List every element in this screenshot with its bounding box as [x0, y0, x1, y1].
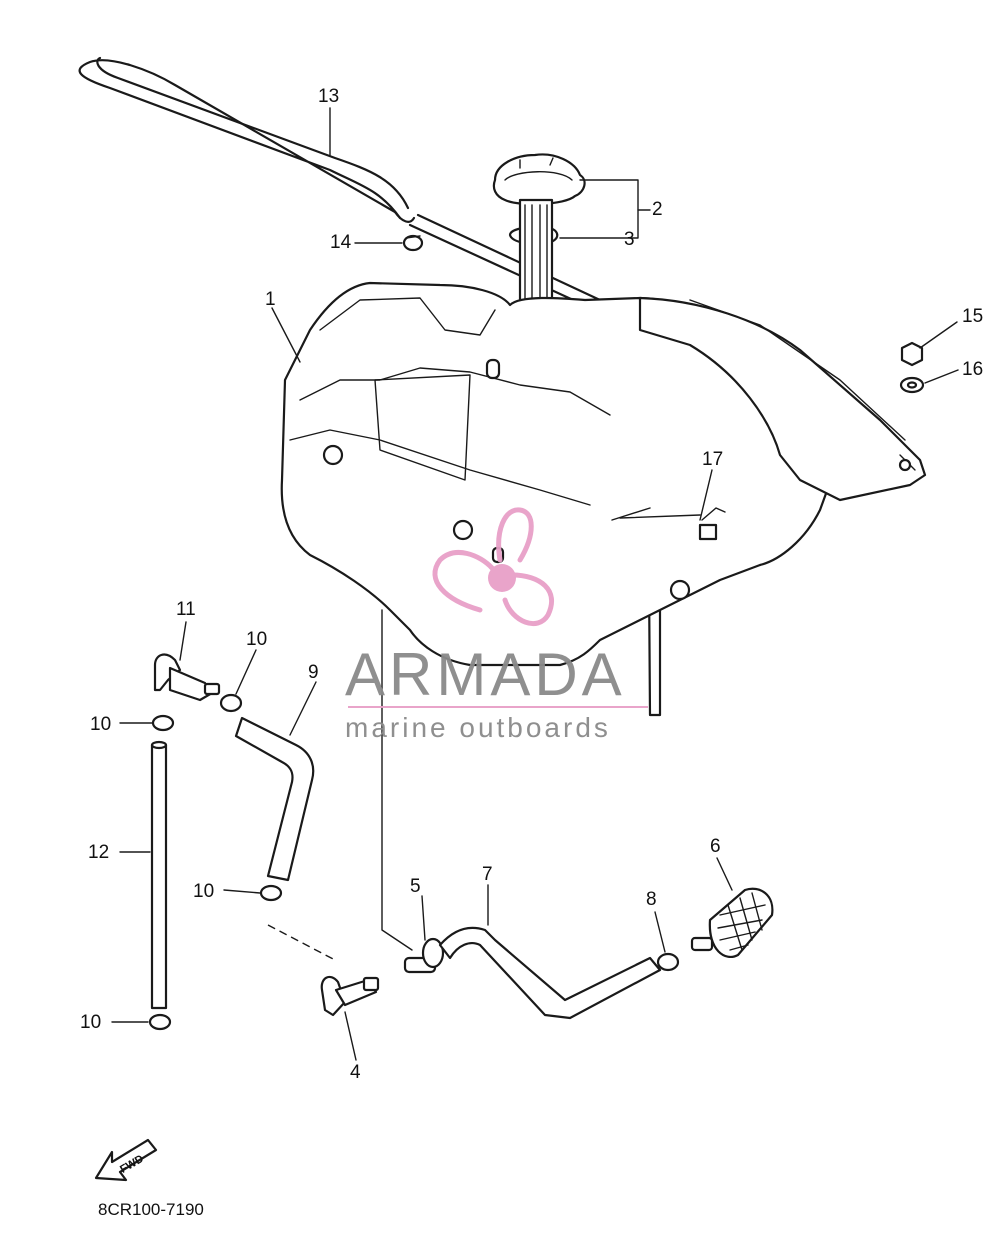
fitting-5: [403, 937, 445, 974]
feed-line-guide: [381, 609, 413, 951]
callout-7: 7: [482, 864, 493, 885]
hose-7: [438, 926, 662, 1020]
fwd-arrow-icon: FWD: [94, 1138, 158, 1182]
vent-hose-13: [78, 56, 416, 223]
nut-15: [900, 341, 924, 367]
armada-logo-icon: [432, 507, 555, 627]
clamp-10-c: [259, 884, 283, 902]
hose-12: [150, 740, 168, 1010]
fuel-tank-1: [280, 281, 927, 667]
watermark-tagline: marine outboards: [345, 712, 611, 743]
leader-lines: [111, 107, 959, 1061]
callout-2: 2: [652, 199, 663, 220]
callout-12: 12: [88, 842, 109, 863]
callout-9: 9: [308, 662, 319, 683]
callout-10-a: 10: [246, 629, 267, 650]
callout-8: 8: [646, 889, 657, 910]
elbow-fitting-11: [153, 653, 221, 702]
callout-3: 3: [624, 229, 635, 250]
elbow-fitting-4: [320, 975, 380, 1017]
assembly-guide-dashed: [267, 924, 336, 961]
fuel-filter-6: [690, 887, 774, 958]
clip-17: [701, 507, 726, 521]
callout-5: 5: [410, 876, 421, 897]
clamp-10-a: [219, 693, 243, 713]
drawing-code: 8CR100-7190: [98, 1200, 204, 1219]
clamp-10-d: [148, 1013, 172, 1031]
watermark-rule: [348, 706, 648, 708]
callout-15: 15: [962, 306, 983, 327]
callout-14: 14: [330, 232, 352, 253]
filler-cap-2: [492, 153, 586, 206]
callout-16: 16: [962, 359, 983, 380]
callout-4: 4: [350, 1062, 361, 1083]
clamp-10-b: [151, 714, 175, 732]
clamp-8: [656, 952, 680, 972]
watermark-brand: ARMADA: [345, 641, 626, 708]
clamp-14: [402, 234, 424, 252]
callout-10-d: 10: [80, 1012, 101, 1033]
callout-6: 6: [710, 836, 721, 857]
callout-17: 17: [702, 449, 723, 470]
callout-11: 11: [176, 599, 196, 620]
washer-16: [899, 376, 925, 394]
callout-1: 1: [265, 289, 276, 310]
callout-10-b: 10: [90, 714, 111, 735]
callout-numbers: 13 2 3 14 1 15 16 17 11 10 9 10 12 10 5 …: [80, 86, 983, 1083]
hose-9: [234, 716, 315, 882]
armada-watermark: ARMADA marine outboards: [345, 507, 648, 743]
callout-13: 13: [318, 86, 339, 107]
callout-10-c: 10: [193, 881, 214, 902]
